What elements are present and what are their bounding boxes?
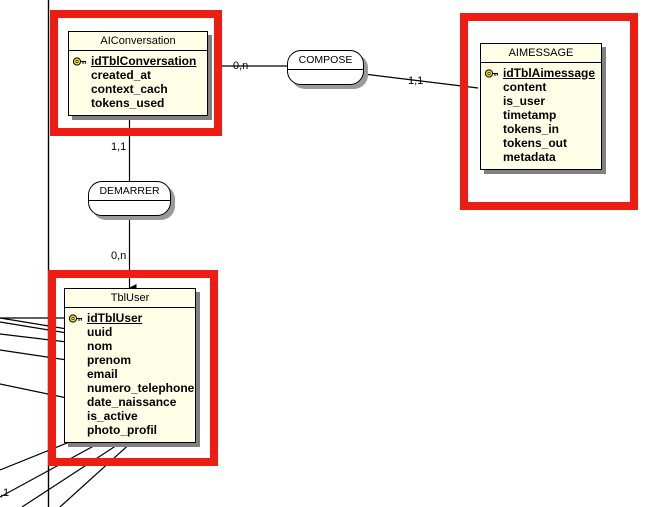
attribute-list: idTblUser uuid nom prenom email numero_t… [65,308,195,442]
relation-body [89,201,170,215]
attribute-label: date_naissance [87,395,177,409]
attribute-row: nom [69,339,189,353]
key-icon [69,314,82,323]
attribute-label: created_at [91,68,152,82]
attribute-row: is_user [485,94,595,108]
cardinality-bottom-left-partial: ,1 [0,487,10,499]
entity-title: TblUser [65,289,195,308]
attribute-list: idTblConversation created_at context_cac… [69,51,207,115]
attribute-label: idTblAimessage [503,66,596,80]
attribute-label: context_cach [91,82,168,96]
relation-demarrer[interactable]: DEMARRER [88,181,171,216]
key-icon [485,69,498,78]
attribute-row: is_active [69,409,189,423]
attribute-label: uuid [87,325,113,339]
wire-compose-to-aimessage [363,73,479,89]
wire-external-9 [21,433,135,507]
attribute-label: timetamp [503,108,557,122]
attribute-row: prenom [69,353,189,367]
attribute-label: metadata [503,150,556,164]
attribute-row: photo_profil [69,423,189,437]
attribute-list: idTblAimessage content is_user timetamp … [481,63,601,169]
attribute-row: idTblAimessage [485,66,595,80]
attribute-label: tokens_used [91,96,165,110]
entity-tbluser[interactable]: TblUser idTblUser uuid nom prenom [64,288,196,443]
attribute-label: prenom [87,353,132,367]
cardinality-compose-left: 0,n [233,60,249,72]
attribute-row: context_cach [73,82,201,96]
attribute-row: uuid [69,325,189,339]
entity-title: AIMESSAGE [481,44,601,63]
attribute-label: is_active [87,409,138,423]
cardinality-compose-right: 1,1 [408,75,424,87]
cardinality-demarrer-bottom: 0,n [111,250,127,262]
attribute-row: tokens_out [485,136,595,150]
attribute-label: tokens_in [503,122,560,136]
attribute-label: numero_telephone [87,381,195,395]
attribute-row: idTblUser [69,311,189,325]
attribute-row: tokens_in [485,122,595,136]
attribute-label: content [503,80,547,94]
attribute-label: idTblConversation [91,54,197,68]
attribute-row: date_naissance [69,395,189,409]
attribute-row: idTblConversation [73,54,201,68]
entity-aiconversation[interactable]: AIConversation idTblConversation created… [68,31,208,116]
attribute-label: nom [87,339,113,353]
wire-external-10 [59,439,135,507]
attribute-label: is_user [503,94,546,108]
attribute-row: tokens_used [73,96,201,110]
attribute-row: numero_telephone [69,381,194,395]
relation-compose[interactable]: COMPOSE [287,50,364,85]
relation-title: DEMARRER [89,182,170,201]
key-icon [73,57,86,66]
attribute-label: photo_profil [87,423,157,437]
entity-aimessage[interactable]: AIMESSAGE idTblAimessage content is_user… [480,43,602,170]
attribute-label: tokens_out [503,136,568,150]
attribute-row: timetamp [485,108,595,122]
relation-body [288,70,363,84]
attribute-label: idTblUser [87,311,143,325]
entity-title: AIConversation [69,32,207,51]
cardinality-demarrer-top: 1,1 [111,141,127,153]
relation-title: COMPOSE [288,51,363,70]
attribute-label: email [87,367,118,381]
attribute-row: metadata [485,150,595,164]
attribute-row: created_at [73,68,201,82]
attribute-row: content [485,80,595,94]
attribute-row: email [69,367,189,381]
